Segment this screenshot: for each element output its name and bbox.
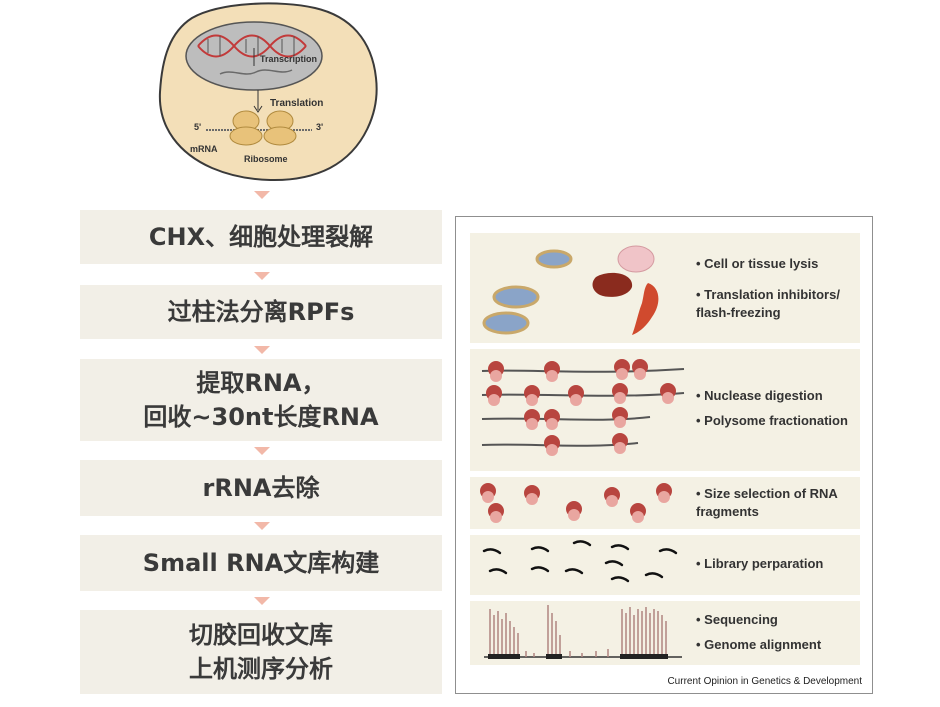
step-box-library: Small RNA文库构建 (80, 535, 442, 591)
library-illustration (482, 540, 678, 583)
panel-row-lysis: • Cell or tissue lysis • Translation inh… (470, 233, 860, 343)
step-label: • Size selection of RNA (696, 486, 838, 501)
step-text: 提取RNA， (196, 369, 326, 397)
flow-arrow (254, 346, 270, 354)
step-box-extract-rna: 提取RNA， 回收~30nt长度RNA (80, 359, 442, 441)
ribosome-icon (229, 110, 263, 146)
step-label: • Translation inhibitors/ (696, 287, 840, 302)
step-label: fragments (696, 504, 759, 519)
step-box-column: 过柱法分离RPFs (80, 285, 442, 339)
ribosome-fragment-icon (480, 483, 672, 523)
lysis-illustration (482, 245, 659, 335)
citation: Current Opinion in Genetics & Developmen… (667, 676, 862, 687)
muscle-icon (632, 283, 659, 335)
five-prime-label: 5' (194, 122, 201, 132)
transcription-label: Transcription (260, 54, 317, 64)
panel-row-digestion: • Nuclease digestion • Polysome fraction… (470, 349, 860, 471)
step-label: • Sequencing (696, 612, 778, 627)
flow-arrow (254, 191, 270, 199)
step-label: • Nuclease digestion (696, 388, 823, 403)
step-label: flash-freezing (696, 305, 781, 320)
flow-arrow (254, 597, 270, 605)
flow-arrow (254, 522, 270, 530)
sequencing-illustration (484, 605, 682, 659)
step-box-lysis: CHX、细胞处理裂解 (80, 210, 442, 264)
step-text: 上机测序分析 (189, 655, 333, 683)
step-text: 过柱法分离RPFs (167, 298, 355, 326)
step-box-sequencing: 切胶回收文库 上机测序分析 (80, 610, 442, 694)
panel-row-size-selection: • Size selection of RNA fragments (470, 477, 860, 529)
gene-exon-blocks (488, 654, 668, 659)
petri-dish-icon (482, 249, 573, 335)
step-label: • Library perparation (696, 556, 824, 571)
liver-icon (592, 272, 633, 297)
brain-icon (617, 245, 655, 273)
ribosome-label: Ribosome (244, 154, 288, 164)
panel-row-sequencing: • Sequencing • Genome alignment (470, 601, 860, 665)
step-text: 切胶回收文库 (189, 621, 333, 649)
step-text: Small RNA文库构建 (142, 549, 380, 577)
step-text: 回收~30nt长度RNA (143, 403, 379, 431)
read-coverage-bars (489, 605, 667, 657)
fragments-illustration (480, 483, 672, 523)
workflow-panel: • Cell or tissue lysis • Translation inh… (455, 216, 873, 694)
step-box-rrna-removal: rRNA去除 (80, 460, 442, 516)
cell-illustration: Transcription Translation 5' 3' mRNA Rib… (158, 2, 378, 181)
step-label: • Polysome fractionation (696, 413, 848, 428)
step-label: • Cell or tissue lysis (696, 256, 819, 271)
mrna-label: mRNA (190, 144, 218, 154)
flow-arrow (254, 272, 270, 280)
rna-fragment-icon (482, 540, 678, 583)
panel-row-library: • Library perparation (470, 535, 860, 595)
step-text: CHX、细胞处理裂解 (148, 223, 374, 251)
three-prime-label: 3' (316, 122, 323, 132)
ribosome-icon (263, 110, 297, 146)
translation-label: Translation (270, 98, 323, 109)
ribosome-icon (486, 359, 676, 456)
step-label: • Genome alignment (696, 637, 822, 652)
polysome-illustration (481, 359, 685, 456)
flow-arrow (254, 447, 270, 455)
step-text: rRNA去除 (202, 474, 320, 502)
